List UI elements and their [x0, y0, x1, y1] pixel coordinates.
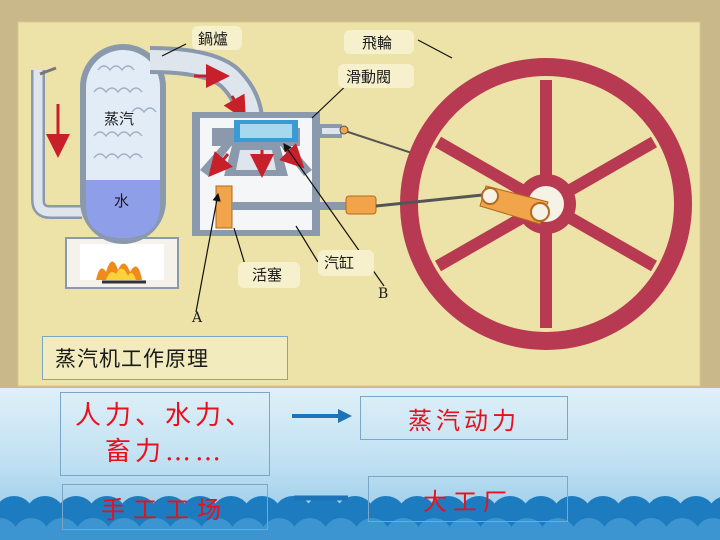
traditional-power-line1: 人力、水力、	[74, 401, 255, 431]
decorative-circle	[292, 518, 328, 540]
flywheel-tag	[344, 30, 414, 54]
steam-pipe	[149, 46, 264, 121]
decorative-circle	[447, 518, 483, 540]
decorative-circle	[571, 518, 607, 540]
handicraft-workshop-box: 手工工场	[62, 484, 268, 530]
water-inlet-pipe	[31, 66, 82, 219]
point-b-label: B	[378, 286, 388, 302]
diagram-caption: 蒸汽机工作原理	[42, 336, 288, 380]
slide-valve	[234, 120, 298, 142]
decorative-circle	[354, 518, 390, 540]
piston-label: 活塞	[252, 266, 282, 284]
boiler-tag	[192, 26, 242, 50]
decorative-circle	[509, 518, 545, 540]
bottom-band	[0, 388, 720, 540]
cylinder-label: 汽缸	[324, 254, 354, 272]
water-label: 水	[114, 192, 129, 210]
boiler-label: 鍋爐	[198, 30, 228, 48]
decorative-circle	[602, 518, 638, 540]
slide-valve-label: 滑動閥	[346, 68, 391, 86]
decorative-circle	[323, 518, 359, 540]
point-a-label: A	[191, 310, 203, 326]
decorative-circle	[261, 518, 297, 540]
big-factory-box: 大工厂	[368, 476, 568, 522]
flow-arrow-right	[292, 409, 352, 423]
decorative-circle	[13, 518, 49, 540]
decorative-circle	[633, 518, 669, 540]
decorative-circle	[385, 518, 421, 540]
slide-valve-tag	[338, 64, 414, 88]
decorative-circle	[695, 518, 720, 540]
traditional-power-line2: 畜力……	[104, 437, 225, 467]
steam-label: 蒸汽	[104, 110, 134, 128]
decorative-circle	[540, 518, 576, 540]
piston-tag	[238, 262, 300, 288]
valve-pivot	[339, 125, 349, 135]
decorative-circle	[416, 518, 452, 540]
steam-power-box: 蒸汽动力	[360, 396, 568, 440]
cylinder-tag	[318, 250, 374, 276]
crank-arm	[375, 185, 550, 225]
flywheel-label: 飛輪	[362, 34, 392, 52]
furnace	[65, 237, 179, 289]
boiler	[80, 44, 166, 244]
decorative-circle	[478, 518, 514, 540]
traditional-power-box: 人力、水力、 畜力……	[60, 392, 270, 476]
decorative-circle	[664, 518, 700, 540]
